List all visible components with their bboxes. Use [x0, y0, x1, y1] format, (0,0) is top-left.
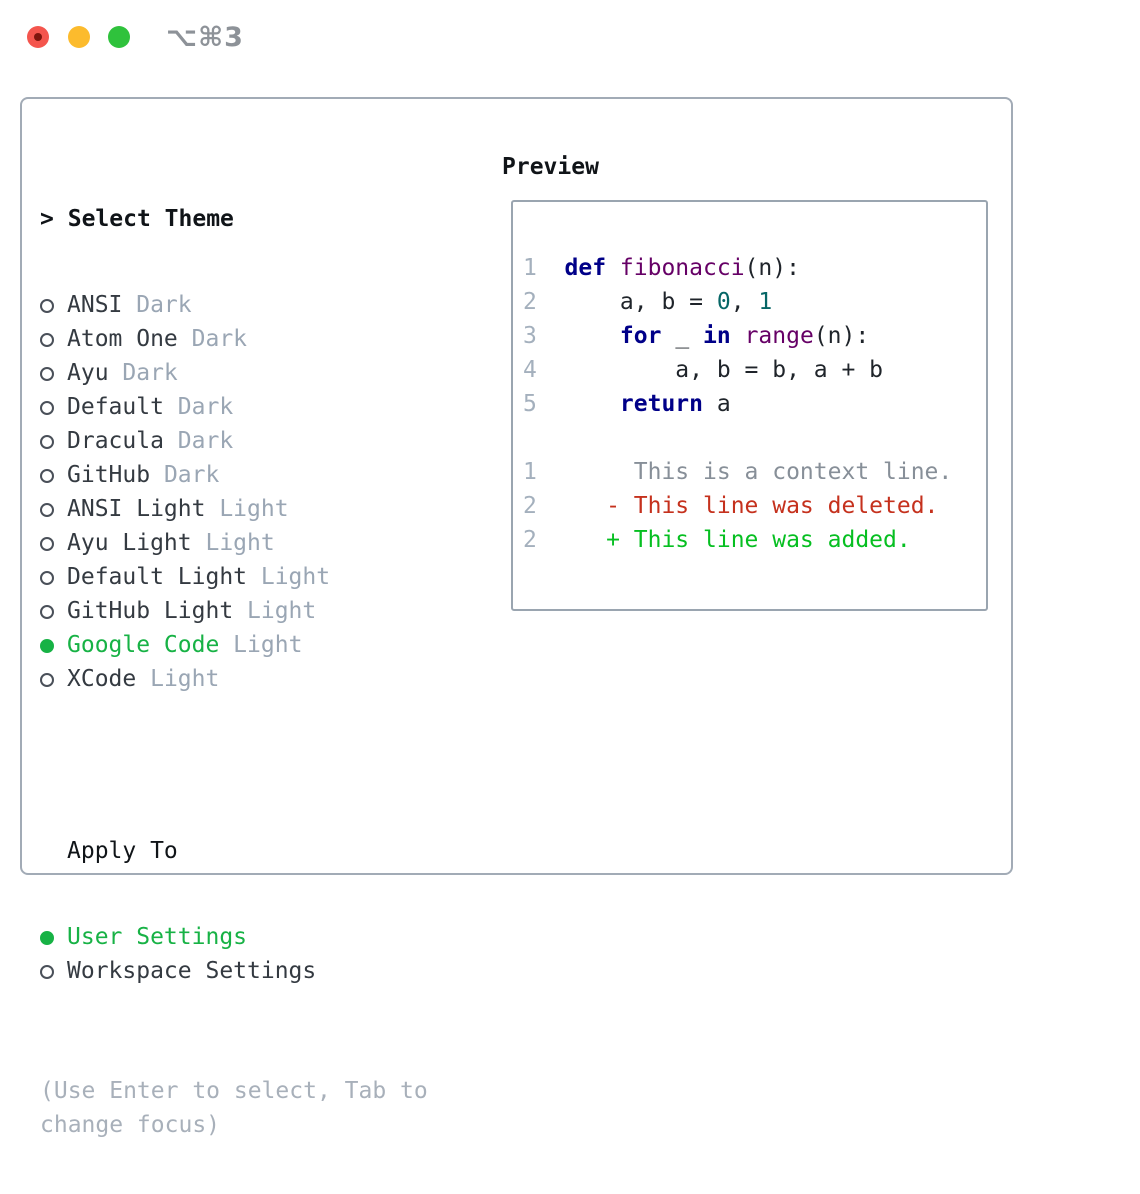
- radio-icon: [40, 571, 54, 585]
- line-number: 2: [523, 527, 537, 553]
- radio-icon: [40, 503, 54, 517]
- line-number: 4: [523, 357, 537, 383]
- theme-name: ANSI: [67, 292, 123, 318]
- theme-variant: Dark: [150, 462, 220, 488]
- radio-icon: [40, 401, 54, 415]
- apply-option-workspace-settings[interactable]: Workspace Settings: [40, 954, 460, 988]
- minimize-button[interactable]: [68, 26, 90, 48]
- radio-icon: [40, 299, 54, 313]
- titlebar: ⌥⌘3: [0, 0, 1140, 74]
- theme-option-ayu-light-light[interactable]: Ayu Light Light: [40, 526, 460, 560]
- radio-icon: [40, 537, 54, 551]
- theme-variant: Light: [191, 530, 275, 556]
- theme-name: GitHub Light: [67, 598, 234, 624]
- theme-name: Dracula: [67, 428, 164, 454]
- theme-option-default-dark[interactable]: Default Dark: [40, 390, 460, 424]
- radio-icon: [40, 435, 54, 449]
- theme-name: Default: [67, 394, 164, 420]
- theme-variant: Dark: [122, 292, 192, 318]
- diff-sample: 1 This is a context line.2 - This line w…: [523, 455, 986, 557]
- caret-icon: >: [40, 206, 54, 232]
- radio-selected-icon: [40, 639, 54, 653]
- theme-variant: Dark: [163, 394, 234, 420]
- theme-variant: Light: [205, 496, 289, 522]
- select-theme-label: Select Theme: [67, 206, 234, 232]
- theme-name: Atom One: [67, 326, 178, 352]
- radio-icon: [40, 469, 54, 483]
- theme-name: ANSI Light: [67, 496, 206, 522]
- theme-name: Google Code: [67, 632, 220, 658]
- theme-option-github-dark[interactable]: GitHub Dark: [40, 458, 460, 492]
- theme-name: GitHub: [67, 462, 151, 488]
- line-number: 1: [523, 459, 537, 485]
- code-line: 2 a, b = 0, 1: [523, 285, 986, 319]
- theme-name: Default Light: [67, 564, 248, 590]
- theme-name: Ayu Light: [67, 530, 192, 556]
- radio-icon: [40, 333, 54, 347]
- theme-variant: Light: [219, 632, 303, 658]
- theme-option-ayu-dark[interactable]: Ayu Dark: [40, 356, 460, 390]
- diff-line-deletion: 2 - This line was deleted.: [523, 489, 986, 523]
- diff-line-context: 1 This is a context line.: [523, 455, 986, 489]
- zoom-button[interactable]: [108, 26, 130, 48]
- radio-icon: [40, 605, 54, 619]
- radio-icon: [40, 673, 54, 687]
- apply-option-label: Workspace Settings: [67, 958, 317, 984]
- radio-icon: [40, 965, 54, 979]
- line-number: 5: [523, 391, 537, 417]
- theme-variant: Dark: [163, 428, 234, 454]
- theme-variant: Light: [233, 598, 317, 624]
- theme-option-ansi-light-light[interactable]: ANSI Light Light: [40, 492, 460, 526]
- select-theme-header: > Select Theme: [40, 202, 460, 236]
- radio-icon: [40, 367, 54, 381]
- window-title: ⌥⌘3: [166, 22, 244, 53]
- line-number: 2: [523, 493, 537, 519]
- code-line: 3 for _ in range(n):: [523, 319, 986, 353]
- diff-line-addition: 2 + This line was added.: [523, 523, 986, 557]
- radio-selected-icon: [40, 931, 54, 945]
- line-number: 2: [523, 289, 537, 315]
- theme-option-ansi-dark[interactable]: ANSI Dark: [40, 288, 460, 322]
- apply-option-label: User Settings: [67, 924, 248, 950]
- theme-option-xcode-light[interactable]: XCode Light: [40, 662, 460, 696]
- theme-variant: Light: [136, 666, 220, 692]
- close-button[interactable]: [27, 26, 49, 48]
- code-line: 4 a, b = b, a + b: [523, 353, 986, 387]
- theme-variant: Light: [247, 564, 331, 590]
- preview-header: Preview: [502, 154, 599, 180]
- theme-option-atom-one-dark[interactable]: Atom One Dark: [40, 322, 460, 356]
- theme-variant: Dark: [108, 360, 178, 386]
- apply-to-header: Apply To: [67, 838, 178, 864]
- theme-option-github-light-light[interactable]: GitHub Light Light: [40, 594, 460, 628]
- theme-name: XCode: [67, 666, 137, 692]
- theme-option-google-code-light[interactable]: Google Code Light: [40, 628, 460, 662]
- apply-option-user-settings[interactable]: User Settings: [40, 920, 460, 954]
- theme-option-dracula-dark[interactable]: Dracula Dark: [40, 424, 460, 458]
- line-number: 1: [523, 255, 537, 281]
- line-number: 3: [523, 323, 537, 349]
- theme-option-default-light-light[interactable]: Default Light Light: [40, 560, 460, 594]
- theme-variant: Dark: [177, 326, 248, 352]
- theme-name: Ayu: [67, 360, 109, 386]
- keyboard-hint: (Use Enter to select, Tab to change focu…: [40, 1078, 428, 1138]
- code-line: 5 return a: [523, 387, 986, 421]
